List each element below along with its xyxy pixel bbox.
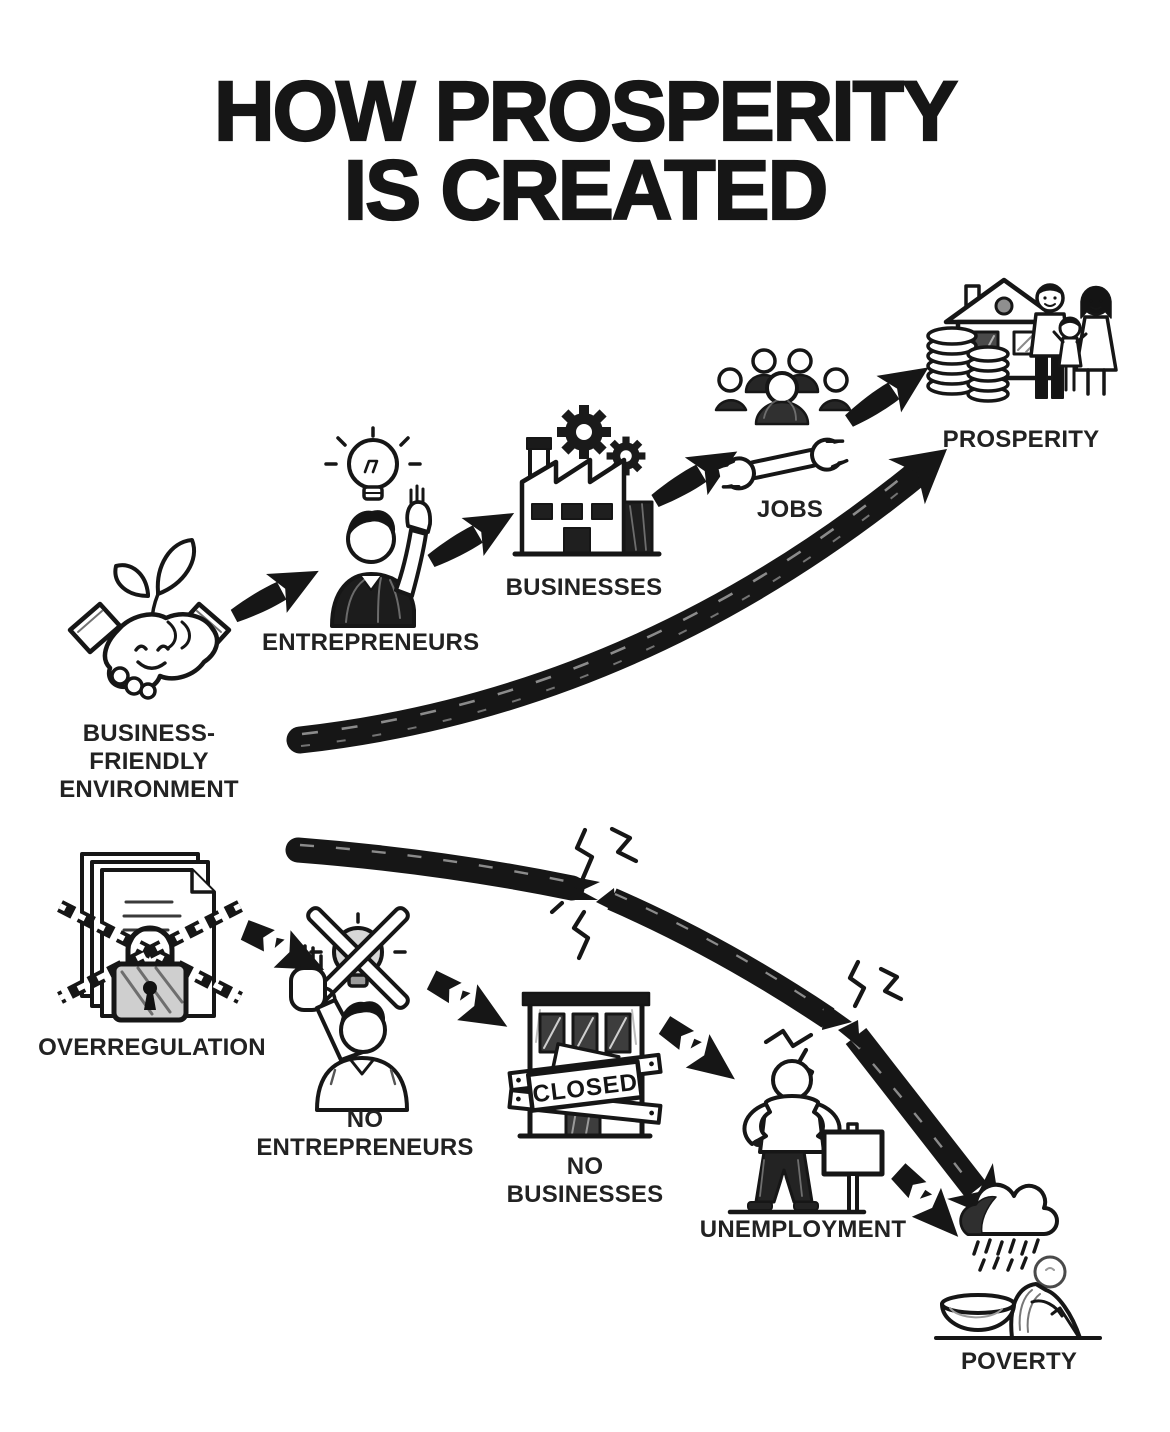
flow-arrow-env-to-entrepreneurs	[223, 551, 330, 636]
chained-documents-padlock-icon	[57, 852, 243, 1023]
factory-building	[512, 437, 662, 557]
business-friendly-environment-label-line1: BUSINESS-FRIENDLY	[82, 720, 216, 775]
entrepreneurs-label: ENTREPRENEURS	[262, 629, 480, 656]
gears	[556, 404, 646, 476]
entrepreneur-lightbulb-icon	[324, 426, 432, 628]
poverty-label: POVERTY	[960, 1348, 1078, 1375]
jobless-person-sign-icon	[727, 1059, 885, 1215]
jobs-label: JOBS	[756, 496, 824, 523]
closed-sign: CLOSED	[525, 1059, 645, 1113]
no-idea-lightbulb	[306, 906, 410, 1010]
unemployment-label: UNEMPLOYMENT	[699, 1216, 907, 1243]
no-businesses-label-line1: NO	[566, 1153, 604, 1180]
rain-cloud	[959, 1182, 1059, 1272]
closed-building-icon: CLOSED	[507, 991, 663, 1139]
padlock	[111, 925, 189, 1023]
page-title: HOW PROSPERITY IS CREATED	[0, 64, 1170, 237]
prosperity-label: PROSPERITY	[942, 426, 1100, 453]
title-line-1: HOW PROSPERITY	[213, 64, 959, 158]
worker-group	[714, 348, 852, 426]
crossed-lightbulb-person-icon	[289, 906, 410, 1112]
idea-lightbulb	[324, 426, 422, 501]
empty-bowl	[940, 1293, 1016, 1332]
discouraged-person	[289, 944, 409, 1112]
house-coins-family-icon	[926, 277, 1118, 403]
no-entrepreneurs-label-line1: NO	[346, 1106, 384, 1133]
factory-gears-icon	[512, 404, 662, 557]
ascending-curved-arrow	[286, 426, 966, 754]
rain-cloud-sad-person-bowl-icon	[934, 1182, 1102, 1340]
no-businesses-label-line2: BUSINESSES	[506, 1180, 664, 1208]
handshake-seedling-icon	[67, 538, 232, 700]
sad-person	[1009, 1255, 1082, 1340]
no-entrepreneurs-label: NO ENTREPRENEURS	[256, 1106, 474, 1162]
descending-broken-arrow	[285, 837, 1025, 1240]
blank-sign	[821, 1122, 885, 1214]
entrepreneur-person	[330, 484, 432, 628]
business-friendly-environment-label: BUSINESS-FRIENDLY ENVIRONMENT	[24, 720, 274, 803]
handshake	[67, 601, 232, 700]
no-businesses-label: NO BUSINESSES	[496, 1153, 674, 1209]
crack-marks-break-1	[549, 826, 639, 961]
title-line-2: IS CREATED	[343, 142, 830, 237]
overregulation-label: OVERREGULATION	[38, 1034, 266, 1061]
no-entrepreneurs-label-line2: ENTREPRENEURS	[256, 1133, 474, 1161]
coin-stacks	[926, 326, 1010, 403]
chains	[57, 900, 243, 1004]
wrench	[717, 437, 849, 491]
workers-wrench-icon	[714, 348, 852, 491]
businesses-label: BUSINESSES	[505, 574, 663, 601]
business-friendly-environment-label-line2: ENVIRONMENT	[59, 775, 239, 803]
family	[1029, 283, 1118, 399]
seedling	[113, 538, 196, 624]
